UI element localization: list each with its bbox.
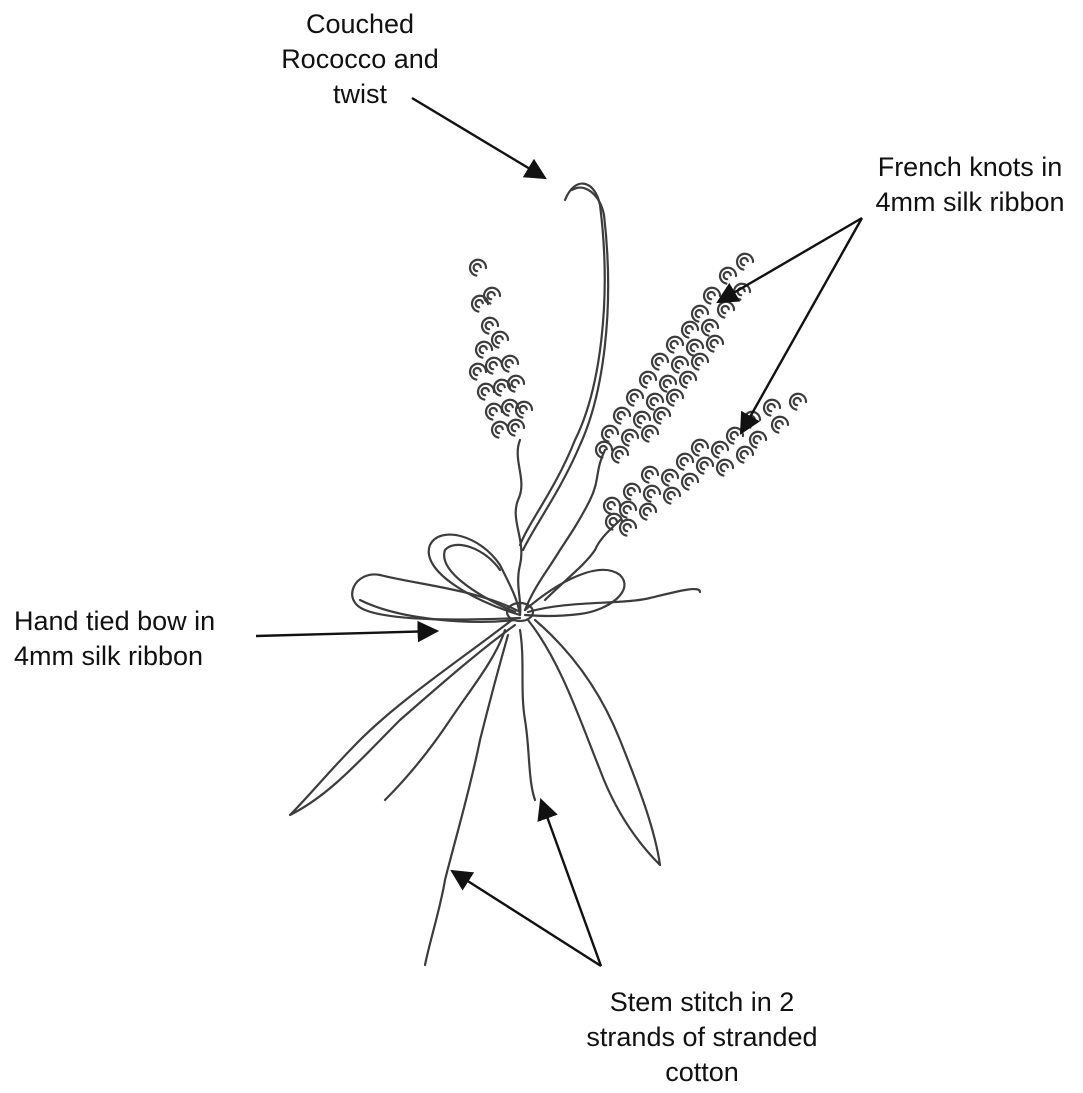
knot-left-5 [492,332,508,348]
knot-right-17 [624,484,640,500]
knot-mid-16 [680,372,696,388]
knot-mid-23 [602,426,618,442]
couched-line-3: twist [250,77,470,112]
knot-mid-12 [672,357,688,373]
left-spike-stem [516,440,522,615]
knot-left-9 [478,384,494,400]
knot-right-14 [642,467,658,483]
knot-mid-24 [622,430,638,446]
knot-right-0 [790,394,806,410]
knot-right-12 [682,474,698,490]
french-line-1: French knots in [845,150,1083,185]
knot-right-20 [604,498,620,514]
knot-mid-19 [667,390,683,406]
knot-right-6 [737,447,753,463]
knot-mid-27 [612,447,628,463]
knot-left-14 [516,402,532,418]
knot-mid-13 [692,354,708,370]
knot-left-0 [470,260,486,276]
knot-right-18 [640,504,656,520]
knot-mid-1 [720,268,736,284]
arrow-stem-right [541,800,601,966]
knot-right-16 [644,486,660,502]
knot-mid-11 [652,354,668,370]
annotation-arrows [256,98,862,966]
bow-line-1: Hand tied bow in [14,604,254,639]
stem-stitch-label: Stem stitch in 2 strands of stranded cot… [562,985,842,1090]
knot-right-19 [620,502,636,518]
couched-line-2: Rococco and [250,42,470,77]
knot-right-8 [692,440,708,456]
knot-left-2 [472,296,488,312]
knot-mid-20 [614,408,630,424]
knot-left-16 [508,420,524,436]
knot-left-1 [484,288,500,304]
bow-line-2: 4mm silk ribbon [14,639,254,674]
knot-right-4 [750,432,766,448]
french-knots-label: French knots in 4mm silk ribbon [845,150,1083,220]
bow-label: Hand tied bow in 4mm silk ribbon [14,604,254,674]
knot-mid-22 [654,408,670,424]
knot-right-5 [727,428,743,444]
couched-twist-label: Couched Rococco and twist [250,7,470,112]
couched-twist-stem [520,184,608,550]
knot-mid-5 [692,306,708,322]
knot-left-11 [508,376,524,392]
knot-right-9 [717,460,733,476]
knot-mid-25 [642,426,658,442]
knot-left-15 [492,422,508,438]
knot-left-8 [502,356,518,372]
knot-right-13 [662,470,678,486]
stem-stitch-threads [385,630,535,965]
stem-line-2: strands of stranded [562,1020,842,1055]
knot-left-3 [482,318,498,334]
french-line-2: 4mm silk ribbon [845,185,1083,220]
couched-line-1: Couched [250,7,470,42]
knot-mid-10 [707,336,723,352]
knot-mid-4 [718,302,734,318]
knot-right-1 [764,400,780,416]
knot-right-7 [712,442,728,458]
knot-left-6 [470,364,486,380]
stem-line-3: cotton [562,1055,842,1090]
stem-line-1: Stem stitch in 2 [562,985,842,1020]
knot-mid-0 [737,254,753,270]
hand-tied-bow [290,535,700,865]
knot-left-7 [486,358,502,374]
knot-left-12 [486,404,502,420]
knot-mid-7 [702,320,718,336]
arrow-stem-left [452,871,601,966]
knot-mid-6 [682,322,698,338]
knot-right-11 [677,454,693,470]
arrow-french-upper [718,218,862,302]
knot-right-15 [664,488,680,504]
knot-left-4 [476,342,492,358]
arrow-bow [256,631,437,636]
knot-mid-17 [627,390,643,406]
knot-mid-14 [640,372,656,388]
knot-mid-8 [667,337,683,353]
knot-right-10 [697,458,713,474]
knot-right-3 [772,417,788,433]
